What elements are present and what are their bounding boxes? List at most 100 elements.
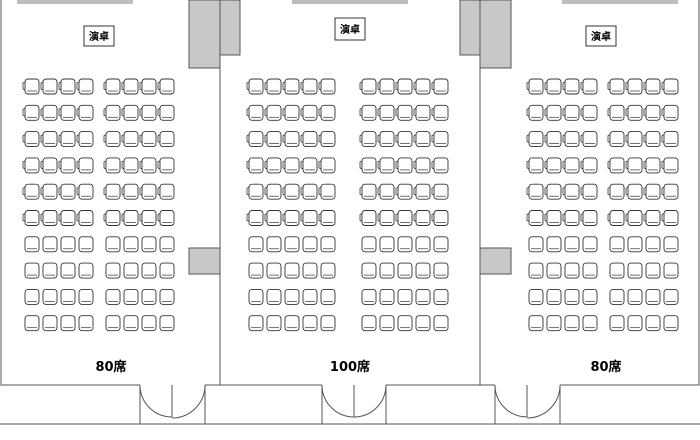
seat-icon (643, 78, 661, 95)
seat-icon (248, 236, 264, 253)
seat-icon (300, 78, 318, 95)
seat-icon (139, 78, 157, 95)
seat-icon (105, 236, 121, 253)
seat-icon (643, 104, 661, 121)
seat-icon (395, 210, 413, 226)
seat-icon (526, 78, 544, 95)
wall-right-bottom (560, 0, 700, 386)
seat-icon (544, 104, 562, 121)
seat-icon (58, 131, 76, 148)
seat-icon (546, 262, 562, 279)
seat-icon (528, 315, 544, 332)
pillar-icon (188, 247, 221, 275)
seat-icon (121, 210, 139, 226)
seat-icon (320, 315, 336, 332)
seat-icon (625, 78, 643, 95)
seat-icon (121, 104, 139, 121)
seat-icon (105, 315, 121, 332)
seat-icon (157, 78, 175, 95)
seat-icon (582, 262, 598, 279)
seat-icon (397, 315, 413, 332)
seat-icon (627, 288, 643, 305)
seat-icon (546, 315, 562, 332)
seat-icon (139, 104, 157, 121)
seat-icon (157, 183, 175, 200)
seat-icon (607, 157, 625, 174)
seat-icon (661, 131, 679, 148)
pillar-icon (219, 0, 241, 56)
seat-icon (625, 210, 643, 226)
seat-icon (663, 262, 679, 279)
seat-icon (42, 288, 58, 305)
seat-icon (431, 104, 449, 121)
seat-icon (121, 157, 139, 174)
seat-icon (562, 183, 580, 200)
seat-icon (139, 183, 157, 200)
seat-icon (157, 157, 175, 174)
seat-icon (78, 262, 94, 279)
seat-icon (397, 262, 413, 279)
seat-icon (562, 210, 580, 226)
capacity-label-left: 80席 (95, 359, 126, 375)
seat-icon (22, 210, 40, 226)
seat-icon (546, 288, 562, 305)
seat-group-center (246, 78, 449, 332)
seat-icon (282, 131, 300, 148)
seat-icon (413, 104, 431, 121)
seat-icon (395, 131, 413, 148)
seat-icon (661, 78, 679, 95)
seat-icon (526, 104, 544, 121)
seat-icon (78, 315, 94, 332)
wall-left-outline (0, 0, 140, 386)
seat-icon (663, 288, 679, 305)
seat-icon (562, 131, 580, 148)
seat-icon (564, 315, 580, 332)
lectern-label-right: 演卓 (591, 30, 611, 43)
seat-icon (564, 262, 580, 279)
seat-icon (582, 288, 598, 305)
pillar-icon (188, 0, 221, 69)
seat-icon (318, 157, 336, 174)
lectern-left: 演卓 (83, 25, 115, 47)
double-door-icon[interactable] (139, 384, 206, 419)
seat-icon (361, 236, 377, 253)
seat-icon (78, 236, 94, 253)
seat-icon (544, 183, 562, 200)
seat-icon (284, 262, 300, 279)
seat-icon (264, 157, 282, 174)
seat-icon (40, 78, 58, 95)
seat-icon (302, 262, 318, 279)
seat-icon (159, 288, 175, 305)
seat-icon (433, 236, 449, 253)
seat-icon (246, 104, 264, 121)
capacity-label-center: 100席 (330, 359, 370, 375)
seat-icon (24, 262, 40, 279)
seat-icon (580, 210, 598, 226)
double-door-icon[interactable] (494, 384, 561, 419)
seat-icon (78, 288, 94, 305)
seat-icon (248, 262, 264, 279)
seat-icon (103, 183, 121, 200)
seat-icon (40, 104, 58, 121)
seat-icon (625, 183, 643, 200)
seat-icon (266, 262, 282, 279)
seat-icon (643, 183, 661, 200)
seat-icon (395, 104, 413, 121)
seat-icon (433, 315, 449, 332)
double-door-icon[interactable] (321, 384, 387, 418)
seat-icon (643, 210, 661, 226)
seat-icon (123, 236, 139, 253)
pillar-icon (479, 0, 512, 69)
seat-icon (159, 315, 175, 332)
seat-icon (359, 183, 377, 200)
seat-icon (661, 157, 679, 174)
seat-icon (564, 236, 580, 253)
seat-icon (645, 288, 661, 305)
seat-icon (625, 104, 643, 121)
seat-icon (544, 78, 562, 95)
seat-icon (359, 131, 377, 148)
seat-icon (103, 210, 121, 226)
seat-icon (544, 210, 562, 226)
seat-icon (300, 157, 318, 174)
